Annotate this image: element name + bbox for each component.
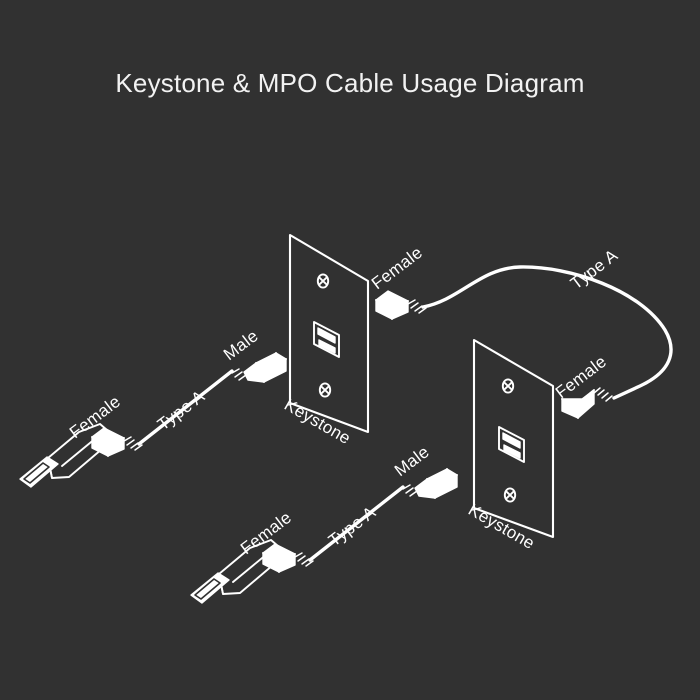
male-connector-lower xyxy=(414,468,458,499)
usb-type-a-plug-upper xyxy=(19,423,108,488)
long-patch-cable[interactable]: Female Type A Female xyxy=(368,243,673,419)
usb-type-a-plug-lower xyxy=(190,539,279,604)
patch-cable-path xyxy=(421,265,673,400)
upper-keystone-plate[interactable]: Keystone xyxy=(281,233,370,448)
female-connector-lower-left xyxy=(262,543,296,573)
strain-relief-upper-left xyxy=(123,436,143,451)
lower-plate-outline xyxy=(472,338,555,539)
cable-lower-left xyxy=(308,485,405,562)
strain-relief-upper-right xyxy=(231,368,247,381)
strain-relief-lower-right xyxy=(402,484,418,497)
label-type-a-lower-left: Type A xyxy=(325,502,380,550)
cable-upper-left xyxy=(137,369,234,446)
page-title: Keystone & MPO Cable Usage Diagram xyxy=(115,68,585,98)
label-male-upper: Male xyxy=(220,326,262,364)
label-type-a-upper-left: Type A xyxy=(154,386,209,434)
label-type-a-patch: Type A xyxy=(567,245,622,293)
male-connector-upper xyxy=(243,352,287,383)
lower-left-adapter-cable[interactable]: Female Type A Male xyxy=(190,442,458,604)
female-connector-patch-right xyxy=(561,389,595,419)
lower-plate-screw-top xyxy=(501,378,515,394)
strain-relief-lower-left xyxy=(294,552,314,567)
upper-left-adapter-cable[interactable]: Female Type A Male xyxy=(19,326,287,488)
strain-relief-patch-right xyxy=(593,387,613,402)
upper-plate-outline xyxy=(288,233,370,434)
lower-plate-mpo-jack[interactable] xyxy=(498,426,525,463)
female-connector-patch-left xyxy=(375,290,409,320)
lower-plate-screw-bottom xyxy=(503,487,517,503)
label-male-lower: Male xyxy=(391,442,433,480)
upper-plate-screw-bottom xyxy=(318,382,332,398)
label-female-patch-left: Female xyxy=(368,243,426,293)
female-connector-upper-left xyxy=(91,427,125,457)
label-female-patch-right: Female xyxy=(552,352,610,402)
upper-plate-label: Keystone xyxy=(281,395,354,448)
upper-plate-mpo-jack[interactable] xyxy=(313,321,340,358)
strain-relief-patch-left xyxy=(407,299,427,314)
upper-plate-screw-top xyxy=(316,273,330,289)
lower-keystone-plate[interactable]: Keystone xyxy=(465,338,555,553)
